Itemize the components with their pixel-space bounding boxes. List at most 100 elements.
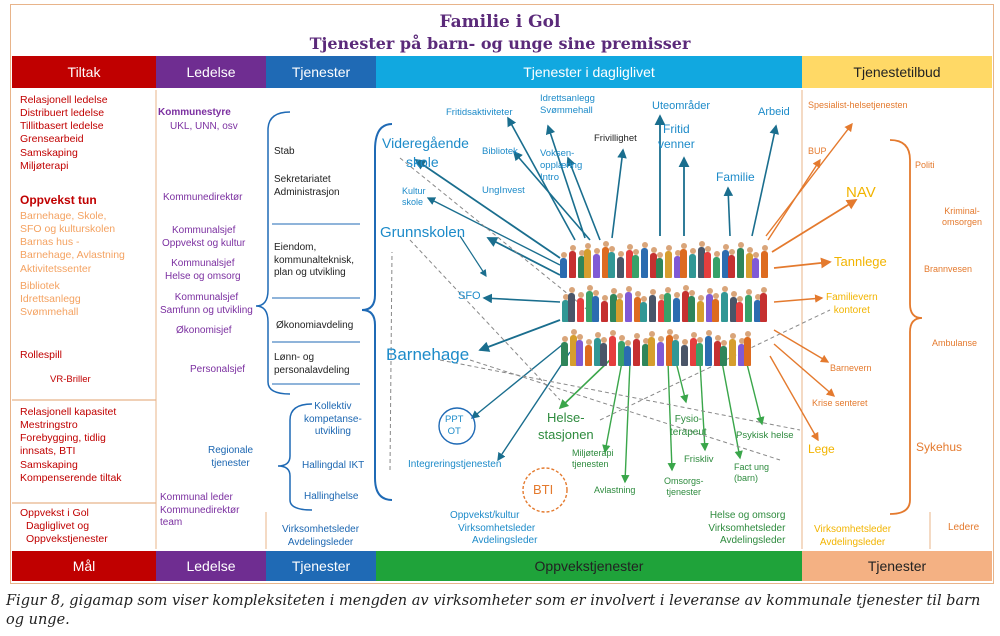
- mal-item: Kompenserende tiltak: [20, 471, 122, 484]
- person-figure: [674, 256, 681, 278]
- person-figure: [649, 295, 656, 322]
- person-figure: [664, 293, 671, 322]
- person-figure: [608, 252, 615, 278]
- person-head: [576, 334, 583, 340]
- bottom-oppvekst-line: Virksomhetsleder: [458, 522, 536, 534]
- person-head: [593, 248, 600, 254]
- person-head: [602, 241, 609, 247]
- person-figure: [568, 293, 575, 322]
- person-head: [730, 291, 737, 297]
- person-head: [560, 252, 567, 258]
- bottom-oppvekst-line: Avdelingsleder: [472, 535, 538, 546]
- kulturskole-line: Kultur: [402, 186, 426, 196]
- tannlege-label: Tannlege: [834, 254, 887, 269]
- mal-bottom-item: Dagliglivet og: [26, 520, 90, 533]
- person-figure: [729, 339, 736, 366]
- person-figure: [585, 345, 592, 366]
- kulturskole-label: Kultur skole: [402, 186, 426, 209]
- eiendom-line: plan og utvikling: [274, 267, 346, 278]
- person-figure: [616, 299, 623, 322]
- person-head: [561, 336, 568, 342]
- oppvekst-item: Idrettsanlegg: [20, 292, 81, 305]
- bibliotek-label: Bibliotek: [482, 146, 518, 157]
- person-head: [641, 242, 648, 248]
- lonn-line: personalavdeling: [274, 364, 350, 376]
- person-figure: [760, 293, 767, 322]
- ppt-line: OT: [447, 425, 461, 437]
- person-figure: [688, 296, 695, 322]
- friskliv-label: Friskliv: [684, 454, 714, 465]
- grunnskolen-label: Grunnskolen: [380, 224, 466, 241]
- person-figure: [730, 297, 737, 322]
- footer-tjenester-right: Tjenester: [802, 551, 992, 581]
- oppvekst-item: Svømmehall: [20, 305, 79, 318]
- sykehus-label: Sykehus: [916, 440, 963, 454]
- omsorg-line: Omsorgs-: [664, 476, 704, 486]
- person-head: [569, 245, 576, 251]
- person-figure: [577, 298, 584, 322]
- person-head: [650, 247, 657, 253]
- header-tjenestetilbud: Tjenestetilbud: [802, 56, 992, 88]
- fact-line: (barn): [734, 473, 759, 484]
- mal-bottom-item: Oppvekstjenester: [26, 533, 108, 546]
- person-figure: [640, 302, 647, 322]
- person-head: [634, 291, 641, 297]
- person-head: [720, 340, 727, 346]
- regionale-tjenester-label: Regionale tjenester: [208, 445, 253, 470]
- person-figure: [641, 248, 648, 278]
- bup-label: BUP: [808, 146, 827, 156]
- person-head: [674, 250, 681, 256]
- kommunalsjef-title: Kommunalsjef: [174, 292, 239, 303]
- person-head: [721, 286, 728, 292]
- eiendom-line: Eiendom,: [274, 242, 317, 253]
- oppvekst-item: Barnas hus -: [20, 236, 80, 249]
- integrering-label: Integreringstjenesten: [408, 459, 502, 470]
- person-head: [752, 252, 759, 258]
- person-head: [578, 250, 585, 256]
- kollektiv-line: Kollektiv: [314, 401, 352, 412]
- person-figure: [602, 247, 609, 278]
- person-head: [594, 332, 601, 338]
- helsestasjon-label: Helse- stasjonen: [538, 410, 594, 444]
- person-figure: [673, 298, 680, 322]
- person-head: [626, 244, 633, 250]
- person-head: [577, 292, 584, 298]
- person-figure: [625, 292, 632, 322]
- bottom-helse-line: Virksomhetsleder: [708, 522, 786, 534]
- mal-item: Mestringstro: [20, 419, 78, 432]
- person-head: [568, 287, 575, 293]
- person-head: [689, 248, 696, 254]
- person-figure: [722, 250, 729, 278]
- person-figure: [713, 257, 720, 278]
- oppvekst-item: Barnehage, Avlastning: [20, 249, 125, 262]
- person-figure: [681, 345, 688, 366]
- page-title: Familie i Gol: [439, 12, 561, 32]
- okonomiavdeling-label: Økonomiavdeling: [276, 320, 354, 331]
- person-head: [728, 249, 735, 255]
- person-figure: [752, 258, 759, 278]
- ppt-line: PPT: [445, 414, 464, 425]
- oppvekst-item: Barnehage, Skole,: [20, 210, 107, 222]
- person-head: [608, 246, 615, 252]
- miljoterapi-tjenesten-label: Miljøterapi tjenesten: [572, 448, 614, 471]
- oppvekst-tun-list: Barnehage, Skole, SFO og kulturskolen Ba…: [20, 210, 125, 319]
- person-figure: [738, 344, 745, 366]
- person-figure: [704, 252, 711, 278]
- person-head: [713, 251, 720, 257]
- lonn-label: Lønn- og personalavdeling: [274, 352, 350, 377]
- kollektiv-label: Kollektiv kompetanse- utvikling: [304, 401, 362, 439]
- idrett-line: Idrettsanlegg: [540, 93, 595, 104]
- kriminal-line: Kriminal-: [944, 206, 980, 216]
- personalsjef-label: Personalsjef: [190, 364, 246, 375]
- person-head: [688, 290, 695, 296]
- oppvekst-item: SFO og kulturskolen: [20, 223, 116, 236]
- kommunal-leder-line: Kommunedirektør: [160, 504, 240, 516]
- person-head: [737, 242, 744, 248]
- person-figure: [658, 300, 665, 322]
- person-head: [648, 331, 655, 337]
- fritid-venner-label: Fritid venner: [658, 122, 695, 152]
- person-figure: [728, 255, 735, 278]
- person-figure: [706, 294, 713, 322]
- rollespill-label: Rollespill: [20, 349, 63, 361]
- kommunal-leder-line: team: [160, 517, 183, 528]
